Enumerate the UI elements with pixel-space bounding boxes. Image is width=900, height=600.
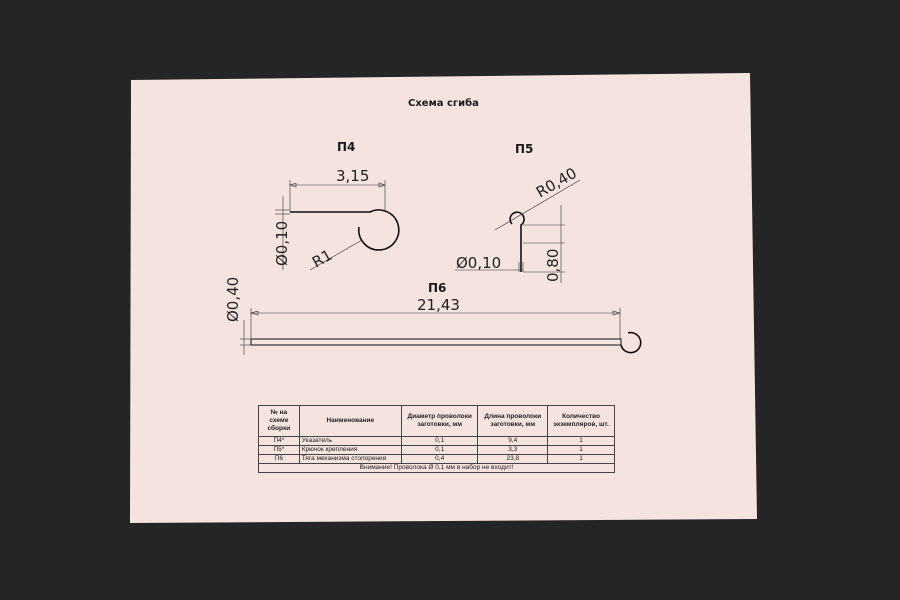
table-header-row: № на схеме сборки Наименование Диаметр п… [258,405,615,437]
dim-p5-height: 0,80 [544,249,562,282]
cell-number: П5* [258,445,300,455]
page-title: Схема сгиба [408,97,479,109]
cell-length: 3,3 [477,445,549,455]
cell-diameter: 0,1 [400,436,479,446]
cell-quantity: 1 [547,454,615,464]
header-wire-length: Длина проволоки заготовки, мм [477,405,549,437]
dim-p6-diameter: Ø0,40 [224,277,242,322]
cell-quantity: 1 [547,445,615,455]
cell-number: П6 [258,454,300,464]
cell-diameter: 0,1 [400,445,479,455]
cell-name: Тяга механизма стопорения [298,454,402,464]
cell-length: 23,8 [477,454,549,464]
cell-number: П4* [258,436,300,446]
dim-p5-diameter: Ø0,10 [456,254,501,272]
table-row: П5* Крючок крепления 0,1 3,3 1 [258,445,615,455]
part-label-p4: П4 [337,140,355,154]
table-note-row: Внимание! Проволока Ø 0,1 мм в набор не … [258,463,615,473]
cell-diameter: 0,4 [400,454,479,464]
cell-length: 9,4 [477,436,549,446]
header-scheme-number: № на схеме сборки [258,405,300,437]
part-label-p5: П5 [515,142,533,156]
header-quantity: Количество экземпляров, шт. [547,405,615,437]
cell-name: Указатель [298,436,402,446]
part-p4-drawing [275,180,400,271]
part-p6-drawing [240,308,642,355]
table-row: П4* Указатель 0,1 9,4 1 [258,436,615,446]
cell-quantity: 1 [547,436,615,446]
dim-p4-length: 3,15 [336,167,369,185]
part-label-p6: П6 [428,281,446,295]
header-wire-diameter: Диаметр проволоки заготовки, мм [400,405,479,437]
table-note: Внимание! Проволока Ø 0,1 мм в набор не … [258,463,615,473]
cell-name: Крючок крепления [298,445,402,455]
spec-table: № на схеме сборки Наименование Диаметр п… [258,405,615,473]
dim-p4-diameter: Ø0,10 [273,221,291,266]
dim-p6-length: 21,43 [417,296,460,314]
table-row: П6 Тяга механизма стопорения 0,4 23,8 1 [258,454,615,464]
header-name: Наименование [298,405,402,437]
part-p5-drawing [455,179,581,283]
